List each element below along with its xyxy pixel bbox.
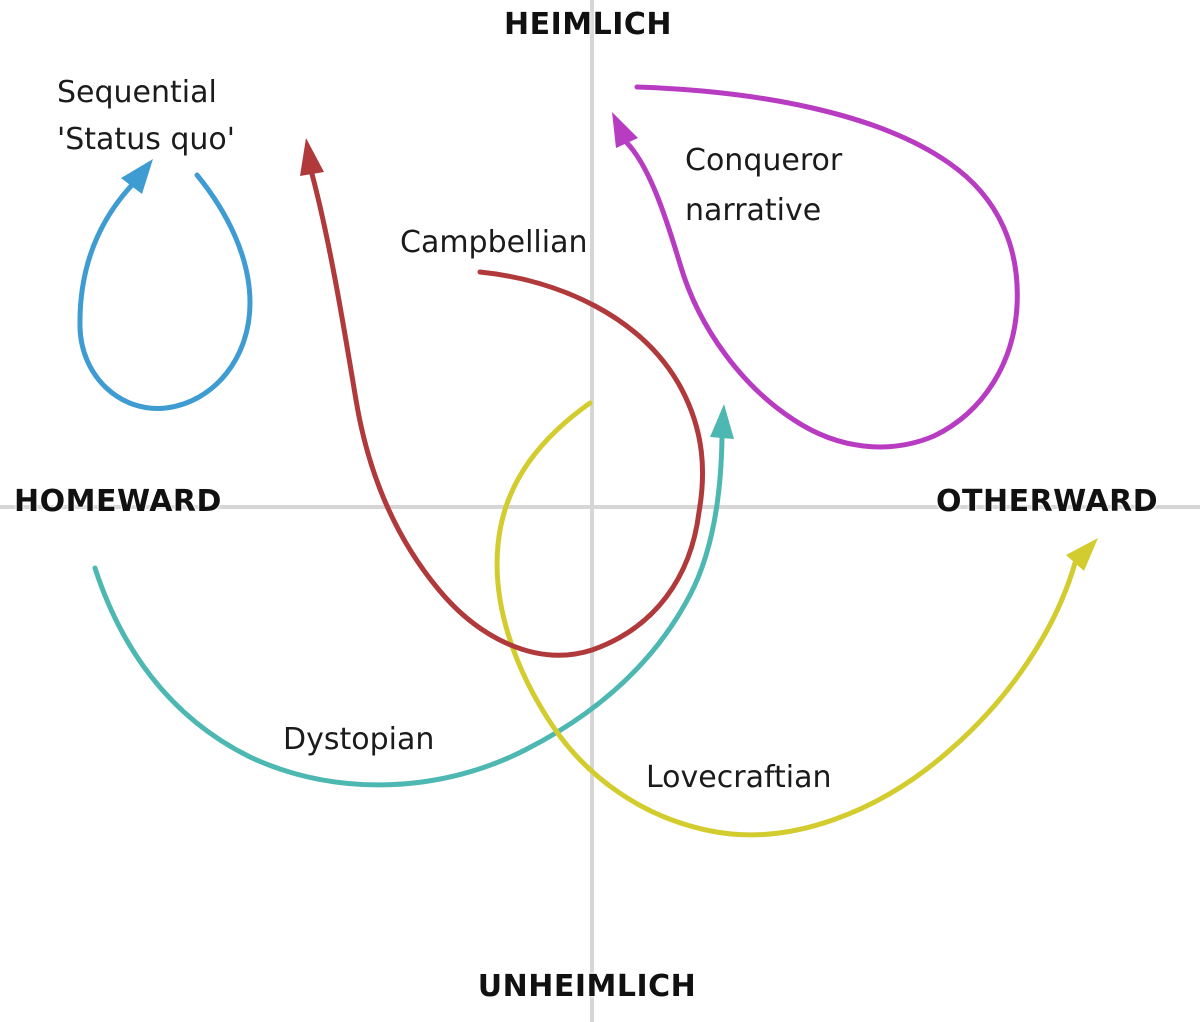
lovecraftian-label: Lovecraftian <box>646 760 832 795</box>
conqueror-label-line1: Conqueror <box>685 143 843 178</box>
axis-label-otherward: OTHERWARD <box>936 484 1159 519</box>
axis-label-homeward: HOMEWARD <box>14 484 222 519</box>
conqueror-label: Conqueror narrative <box>685 136 842 236</box>
axis-label-heimlich: HEIMLICH <box>503 7 673 42</box>
conqueror-label-line2: narrative <box>685 193 822 228</box>
dystopian-curve <box>92 435 725 788</box>
sequential-arrowhead <box>121 159 153 194</box>
sequential-label: Sequential 'Status quo' <box>57 69 235 163</box>
dystopian-arrowhead <box>710 404 734 439</box>
campbellian-label: Campbellian <box>400 225 588 260</box>
conqueror-curve <box>624 84 1020 450</box>
sequential-curve <box>77 172 253 411</box>
conqueror-arrowhead <box>612 112 638 148</box>
sequential-label-line1: Sequential <box>57 75 217 110</box>
campbellian-curve <box>309 171 706 658</box>
dystopian-label: Dystopian <box>283 722 435 757</box>
lovecraftian-curve <box>494 400 1078 838</box>
lovecraftian-arrowhead <box>1066 538 1098 571</box>
axis-label-unheimlich: UNHEIMLICH <box>477 969 697 1004</box>
sequential-label-line2: 'Status quo' <box>57 122 236 157</box>
campbellian-arrowhead <box>300 138 324 176</box>
